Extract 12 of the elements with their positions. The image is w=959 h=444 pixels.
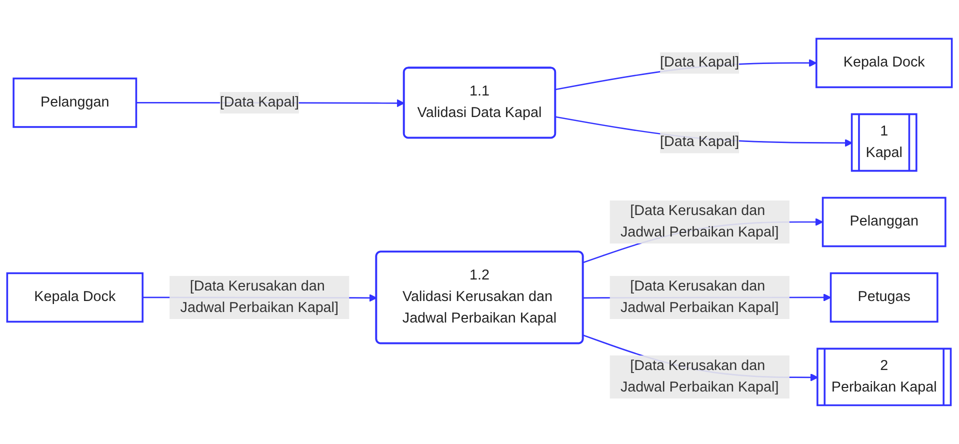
node-box: Pelanggan bbox=[822, 196, 946, 248]
edge-label: [Data Kerusakan dan Jadwal Perbaikan Kapal] bbox=[620, 203, 779, 240]
edge-label: [Data Kerusakan dan Jadwal Perbaikan Kapal] bbox=[620, 278, 779, 316]
edge-label: [Data Kerusakan dan Jadwal Perbaikan Kapal] bbox=[180, 278, 338, 316]
node-box: Petugas bbox=[830, 272, 938, 323]
edge-label: [Data Kapal] bbox=[220, 94, 299, 110]
edge-label: [Data Kapal] bbox=[660, 54, 740, 70]
node-box: Kepala Dock bbox=[816, 38, 953, 88]
edge-label: [Data Kerusakan dan Jadwal Perbaikan Kapal] bbox=[620, 358, 779, 395]
edge-label: [Data Kapal] bbox=[660, 134, 740, 150]
node-box: Kepala Dock bbox=[6, 272, 144, 323]
node-box: Pelanggan bbox=[12, 78, 138, 128]
